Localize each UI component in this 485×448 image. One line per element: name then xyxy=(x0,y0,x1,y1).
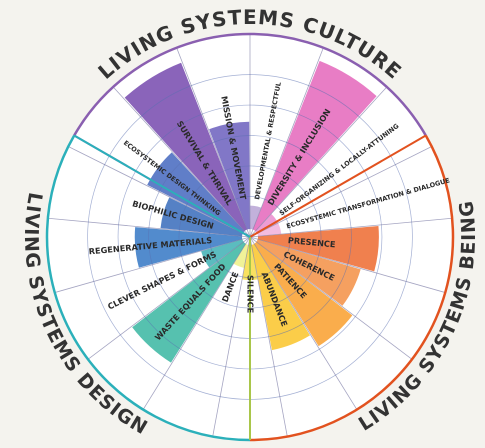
spoke-7 xyxy=(249,236,413,360)
spoke-8 xyxy=(249,236,358,410)
spoke-12 xyxy=(87,236,251,360)
spoke-4 xyxy=(249,146,432,238)
spoke-11 xyxy=(142,236,251,410)
spoke-5 xyxy=(249,217,453,238)
spoke-6 xyxy=(249,236,446,293)
spoke-17 xyxy=(176,47,251,238)
spoke-15 xyxy=(68,146,251,238)
segment-label-presence: PRESENCE xyxy=(287,235,336,249)
spoke-9 xyxy=(249,236,288,437)
being-arc xyxy=(249,134,455,442)
sector-fill-developmental xyxy=(250,205,262,230)
spoke-10 xyxy=(212,236,251,437)
spoke-14 xyxy=(47,217,251,238)
sector-fill-diversity xyxy=(252,60,377,232)
sector-fill-dance xyxy=(233,243,249,268)
quadrant-divider-4 xyxy=(73,134,251,238)
spoke-3 xyxy=(249,86,388,238)
sector-fill-self-organizing xyxy=(255,213,279,234)
sector-fill-abundance xyxy=(251,243,310,351)
spoke-2 xyxy=(249,47,324,238)
sector-fill-coherence xyxy=(256,239,361,306)
sector-fill-regenerative-materials xyxy=(134,227,243,268)
sector-fill-waste-equals-food xyxy=(132,241,246,363)
sector-fill-ecosystemic-transformation xyxy=(257,223,282,237)
spoke-13 xyxy=(54,236,251,293)
design-arc xyxy=(45,134,251,442)
segment-label-silence: SILENCE xyxy=(246,275,256,313)
sector-fill-biophilic-design xyxy=(160,197,243,237)
quadrant-arcs xyxy=(45,32,455,442)
culture-arc xyxy=(73,32,427,137)
sector-fill-clever-shapes xyxy=(201,239,244,268)
sector-fill-mission-movement xyxy=(209,121,250,230)
spokes-layer xyxy=(47,34,453,437)
spoke-16 xyxy=(112,86,251,238)
quadrant-divider-2 xyxy=(249,134,427,238)
sector-fill-patience xyxy=(254,241,353,347)
